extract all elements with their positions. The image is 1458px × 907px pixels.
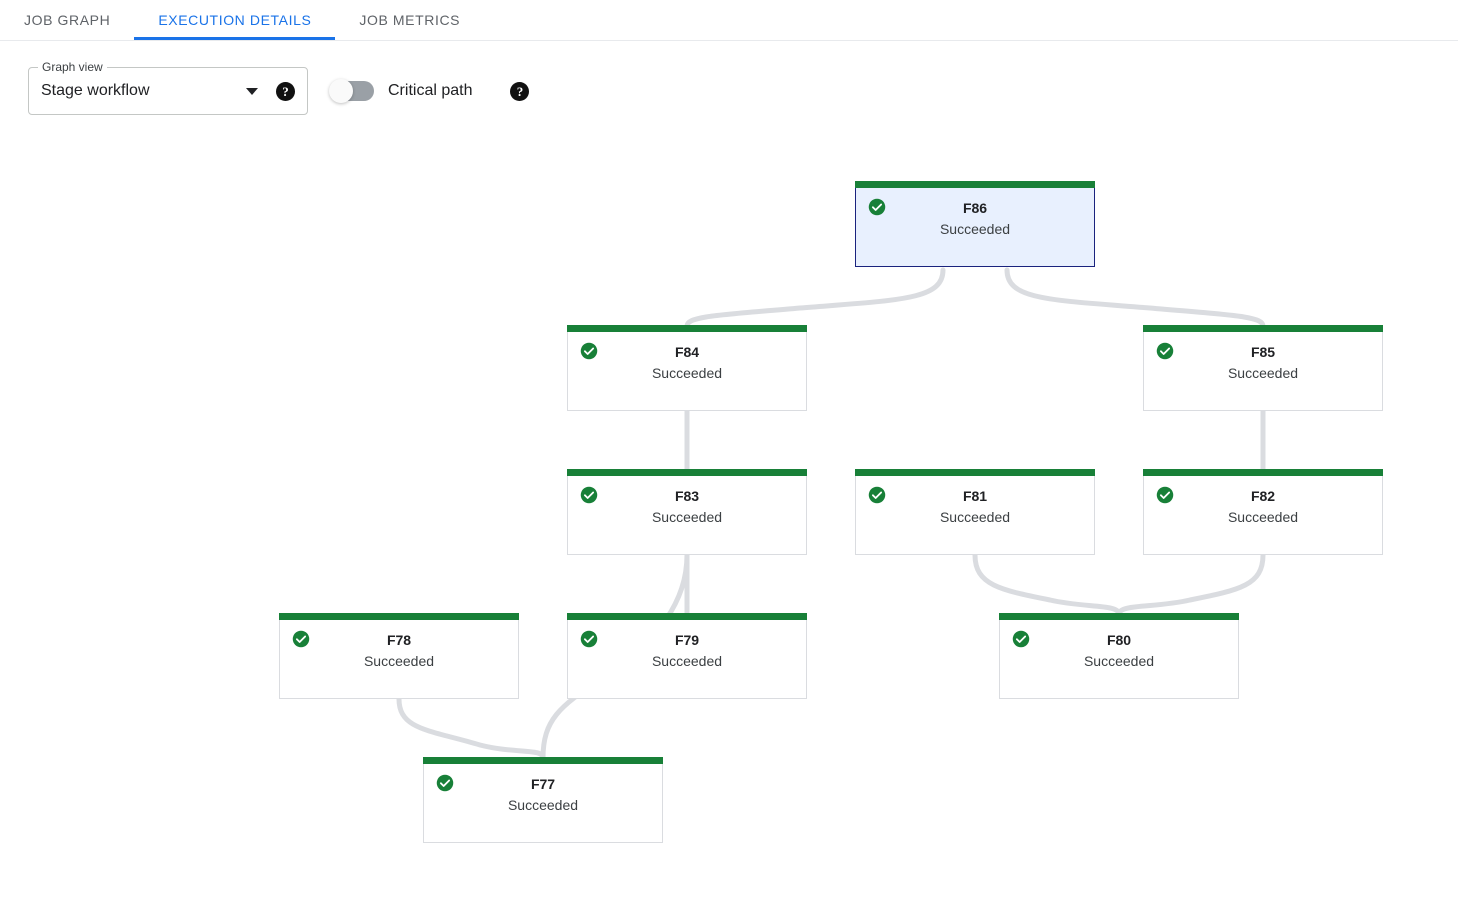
critical-path-help-icon[interactable]: ? [510, 81, 530, 101]
graph-view-value: Stage workflow [41, 82, 150, 99]
check-circle-icon [292, 630, 310, 648]
node-status-bar [855, 469, 1095, 476]
node-status-bar [1143, 325, 1383, 332]
node-title: F77 [530, 776, 556, 792]
node-title: F79 [674, 632, 700, 648]
node-status-bar [1143, 469, 1383, 476]
tab-job-metrics[interactable]: JOB METRICS [335, 0, 484, 40]
node-status: Succeeded [1227, 365, 1299, 381]
critical-path-label: Critical path [388, 82, 473, 99]
graph-edge [1004, 267, 1266, 329]
node-status-bar [855, 181, 1095, 188]
graph-view-select[interactable]: Graph view Stage workflow ? [28, 60, 308, 115]
node-title: F84 [674, 344, 700, 360]
node-title: F86 [962, 200, 988, 216]
node-status: Succeeded [1083, 653, 1155, 669]
node-status-bar [567, 325, 807, 332]
node-title: F83 [674, 488, 700, 504]
tab-execution-details[interactable]: EXECUTION DETAILS [134, 0, 336, 40]
critical-path-toggle[interactable] [329, 79, 374, 103]
node-status-bar [567, 613, 807, 620]
node-status-bar [279, 613, 519, 620]
node-status: Succeeded [651, 365, 723, 381]
check-circle-icon [580, 342, 598, 360]
check-circle-icon [436, 774, 454, 792]
check-circle-icon [580, 630, 598, 648]
check-circle-icon [1012, 630, 1030, 648]
chevron-down-icon[interactable] [246, 87, 258, 95]
check-circle-icon [1156, 486, 1174, 504]
graph-toolbar: Graph view Stage workflow ? Critical pat… [0, 41, 1458, 119]
node-title: F85 [1250, 344, 1276, 360]
check-circle-icon [580, 486, 598, 504]
graph-view-label: Graph view [38, 60, 107, 74]
check-circle-icon [1156, 342, 1174, 360]
graph-edge [972, 552, 1122, 617]
check-circle-icon [868, 198, 886, 216]
node-title: F78 [386, 632, 412, 648]
check-circle-icon [868, 486, 886, 504]
tab-bar: JOB GRAPH EXECUTION DETAILS JOB METRICS [0, 0, 1458, 41]
node-status: Succeeded [651, 653, 723, 669]
graph-view-help-icon[interactable]: ? [276, 81, 295, 101]
graph-edge [684, 267, 946, 329]
node-status-bar [999, 613, 1239, 620]
node-title: F81 [962, 488, 988, 504]
tab-job-graph[interactable]: JOB GRAPH [0, 0, 134, 40]
node-status: Succeeded [1227, 509, 1299, 525]
graph-edge [1116, 552, 1266, 617]
node-status-bar [567, 469, 807, 476]
node-status-bar [423, 757, 663, 764]
node-title: F80 [1106, 632, 1132, 648]
critical-path-control: Critical path ? [329, 79, 530, 103]
node-status: Succeeded [939, 221, 1011, 237]
node-status: Succeeded [651, 509, 723, 525]
node-status: Succeeded [507, 797, 579, 813]
node-status: Succeeded [363, 653, 435, 669]
node-status: Succeeded [939, 509, 1011, 525]
graph-edge [396, 696, 546, 761]
node-title: F82 [1250, 488, 1276, 504]
toggle-knob [329, 79, 353, 103]
